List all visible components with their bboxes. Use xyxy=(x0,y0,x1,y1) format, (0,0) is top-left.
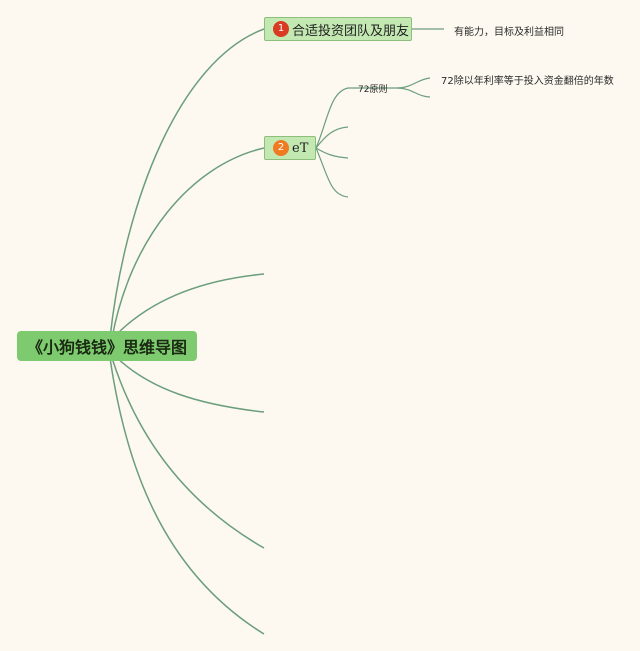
link-topic2-empty-1 xyxy=(315,126,349,149)
root-node[interactable]: 《小狗钱钱》思维导图 xyxy=(17,331,197,361)
topic-1-number-badge: 1 xyxy=(273,21,289,37)
topic-2-node[interactable]: 2 eT xyxy=(264,136,316,160)
rule-72-detail-label: 72除以年利率等于投入资金翻倍的年数 xyxy=(441,76,614,87)
rule-72-node[interactable]: 72原则 xyxy=(358,82,387,95)
link-rule72-detail xyxy=(396,77,431,89)
branch-topic-2 xyxy=(111,147,265,339)
topic-2-label: eT xyxy=(292,140,309,156)
topic-1-detail-node[interactable]: 有能力，目标及利益相同 xyxy=(454,23,564,38)
rule-72-detail-node[interactable]: 72除以年利率等于投入资金翻倍的年数 xyxy=(441,72,614,87)
topic-1-label: 合适投资团队及朋友 xyxy=(292,23,410,39)
branch-empty-4 xyxy=(114,355,265,413)
link-rule72-empty xyxy=(396,87,431,98)
branch-empty-6 xyxy=(109,357,265,635)
topic-1-detail-label: 有能力，目标及利益相同 xyxy=(454,27,564,38)
branch-empty-5 xyxy=(111,357,265,549)
link-topic2-empty-2 xyxy=(315,147,349,159)
link-topic2-empty-3 xyxy=(315,147,349,198)
branch-empty-3 xyxy=(114,273,265,337)
root-label: 《小狗钱钱》思维导图 xyxy=(26,338,187,357)
link-topic2-rule72 xyxy=(315,87,349,149)
topic-2-number-badge: 2 xyxy=(273,140,289,156)
branch-topic-1 xyxy=(109,28,265,339)
rule-72-label: 72原则 xyxy=(358,85,388,95)
topic-1-node[interactable]: 1 合适投资团队及朋友 xyxy=(264,17,412,41)
